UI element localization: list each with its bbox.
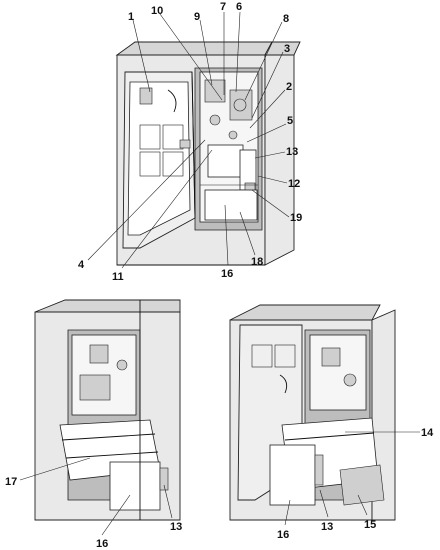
callout-6: 6: [236, 1, 242, 13]
callout-4: 4: [78, 259, 85, 271]
leader-8: [244, 21, 283, 101]
br-top: [229, 304, 381, 321]
leader-13-top: [254, 151, 286, 159]
bl-handle: [159, 467, 169, 491]
callout-5: 5: [287, 115, 293, 127]
leader-6: [235, 11, 241, 93]
callout-18: 18: [251, 256, 263, 268]
door-slot-4: [162, 151, 184, 177]
leader-19: [251, 189, 290, 218]
bl-mech-2: [79, 374, 111, 401]
leader-2: [249, 89, 286, 129]
callout-13-bl: 13: [170, 521, 182, 533]
roller-1: [233, 98, 247, 112]
leader-16-bl: [101, 494, 131, 536]
callout-9: 9: [194, 11, 200, 23]
br-door-handle: [279, 374, 288, 394]
callout-16-br: 16: [277, 529, 289, 541]
callout-2: 2: [286, 81, 292, 93]
br-toner-box: [269, 444, 316, 506]
callout-19: 19: [290, 212, 302, 224]
br-rail-1: [284, 432, 375, 441]
lower-tray: [204, 189, 258, 221]
callout-11: 11: [112, 271, 124, 283]
br-handle: [314, 454, 324, 486]
bl-top: [34, 299, 181, 313]
toner-box-top: [207, 144, 244, 178]
callout-3: 3: [284, 43, 290, 55]
door-slot-1: [139, 124, 161, 150]
br-interior: [309, 334, 367, 411]
leader-15: [357, 494, 368, 516]
leader-4: [87, 139, 206, 261]
leader-13-br: [319, 489, 329, 518]
bl-roller: [116, 359, 128, 371]
leader-5: [246, 123, 287, 143]
cabinet-body-side: [264, 54, 295, 266]
figure-top: [87, 11, 301, 269]
leader-9: [199, 19, 213, 86]
callout-16-top: 16: [221, 268, 233, 280]
leader-18: [239, 211, 256, 256]
bl-rail-1: [61, 433, 156, 441]
door-slot-2: [162, 124, 184, 150]
door-inner-panel: [127, 81, 191, 236]
callout-8: 8: [283, 13, 289, 25]
leader-10: [159, 13, 223, 101]
callout-7: 7: [220, 1, 226, 13]
leader-13-bl: [163, 484, 173, 519]
roller-3: [228, 130, 238, 140]
br-roller: [343, 373, 357, 387]
leader-12: [257, 175, 288, 184]
bl-mech-1: [89, 344, 109, 364]
bl-rail-2: [65, 451, 159, 459]
callout-1: 1: [128, 11, 134, 23]
callout-15: 15: [364, 519, 376, 531]
leader-1: [132, 19, 151, 93]
leader-16-top: [224, 204, 229, 266]
callout-10: 10: [151, 5, 163, 17]
callout-13-top: 13: [286, 146, 298, 158]
br-rail-15: [339, 464, 385, 506]
door-latch: [179, 139, 191, 149]
leader-16-br: [284, 499, 291, 526]
callout-13-br: 13: [321, 521, 333, 533]
door-holder: [139, 87, 153, 105]
bl-toner-box: [109, 461, 161, 511]
figure-bottom-left: [19, 299, 181, 536]
mechanism-upper-left: [204, 79, 226, 103]
callout-17: 17: [5, 476, 17, 488]
door-hinge-edge: [191, 71, 196, 219]
roller-2: [209, 114, 221, 126]
door-handle-curve: [167, 89, 177, 113]
br-door-slot-1: [251, 344, 273, 368]
cabinet-top-left: [115, 41, 273, 56]
leader-17: [19, 457, 91, 481]
br-mech-1: [321, 347, 341, 367]
figure-bottom-right: [229, 304, 420, 526]
callout-16-bl: 16: [96, 538, 108, 550]
br-door-slot-2: [274, 344, 296, 368]
callout-12: 12: [288, 178, 300, 190]
leader-3: [251, 51, 284, 119]
leader-11: [121, 149, 213, 269]
callout-14: 14: [421, 427, 434, 439]
door-slot-3: [139, 151, 161, 177]
